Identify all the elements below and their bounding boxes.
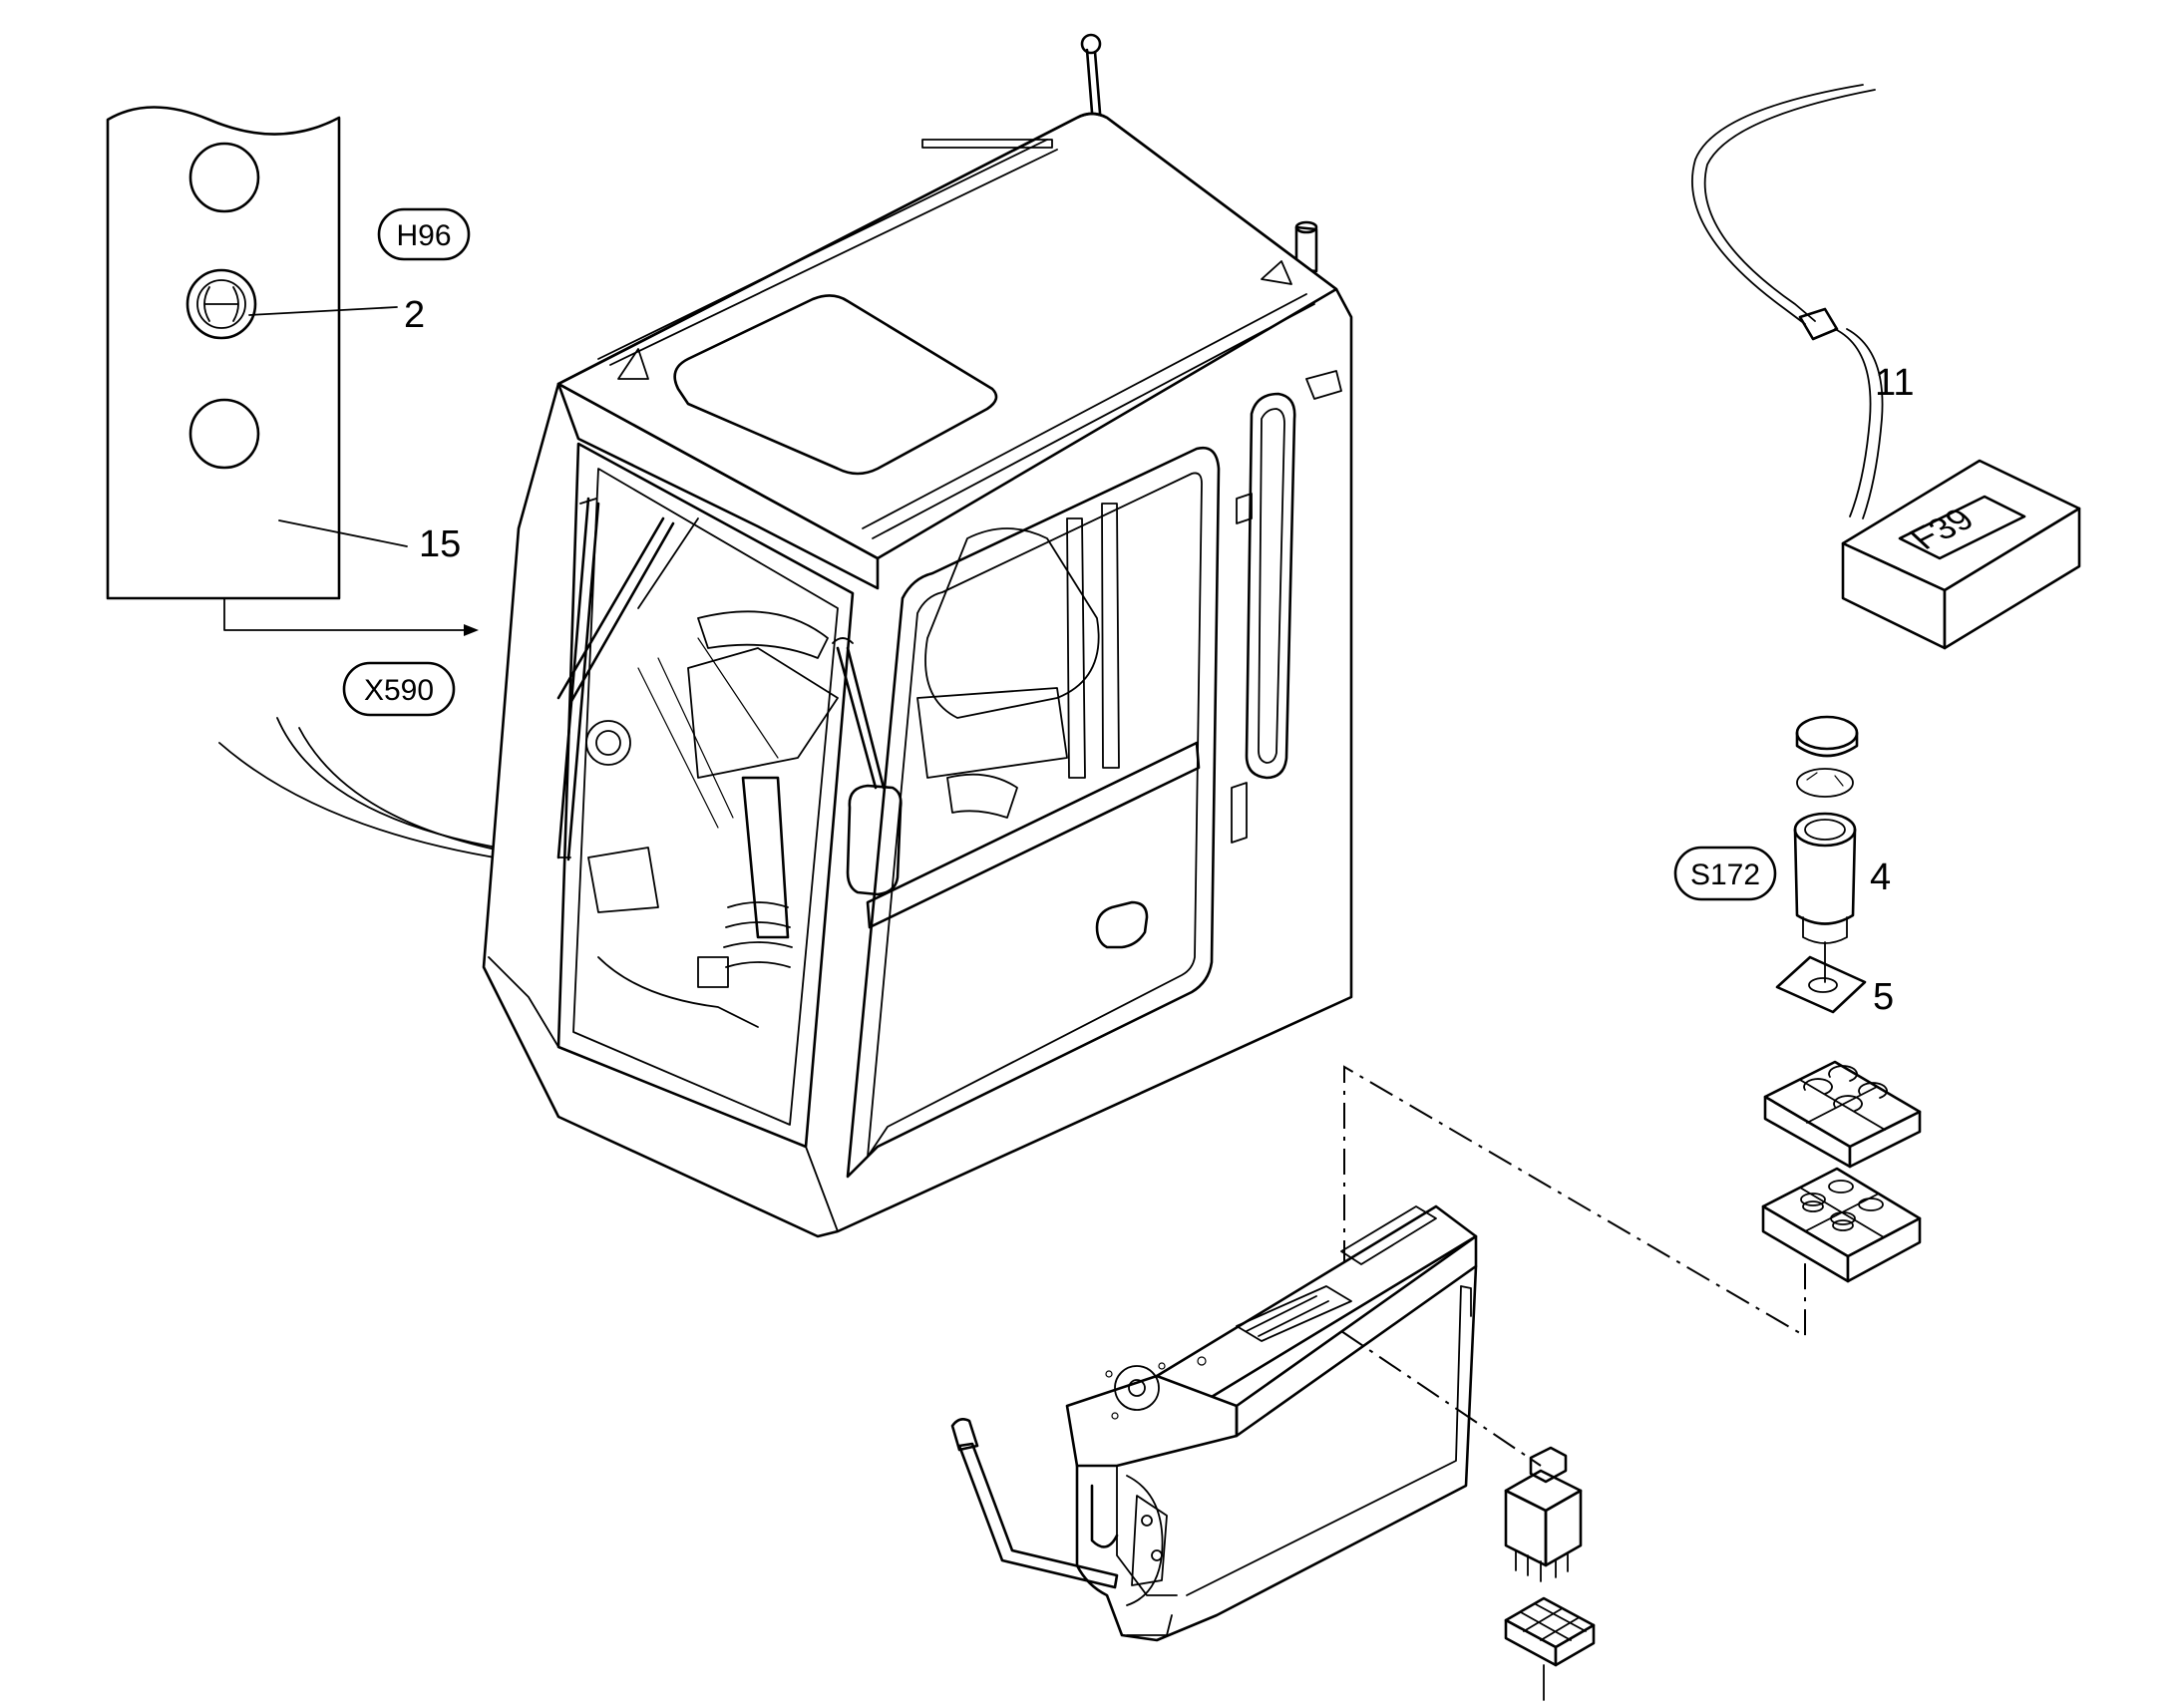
indicator-lamp-part-2	[185, 268, 257, 340]
callout-5: 5	[1873, 976, 1894, 1018]
callout-4: 4	[1870, 856, 1891, 898]
operator-cab	[482, 33, 1353, 1238]
console-lever	[950, 1418, 1119, 1589]
reference-x590-label: X590	[364, 674, 434, 707]
callout-2: 2	[404, 294, 425, 336]
callout-15: 15	[419, 523, 461, 565]
switch-s172-parts	[1775, 715, 1867, 1014]
reference-badge-x590: X590	[342, 661, 456, 717]
leader-line-plate	[1343, 1065, 1806, 1338]
side-mirror	[832, 637, 903, 896]
reference-s172-label: S172	[1690, 858, 1760, 891]
cab-interior	[585, 527, 1100, 1028]
reference-h96-label: H96	[396, 219, 451, 252]
switch-plate-upper	[1763, 1060, 1922, 1169]
switch-panel-detail	[106, 106, 479, 636]
switch-plate-lower	[1761, 1167, 1922, 1283]
reference-badge-h96: H96	[377, 207, 471, 261]
relay-socket	[1504, 1596, 1596, 1701]
control-console	[950, 1204, 1478, 1642]
reference-badge-s172: S172	[1673, 846, 1777, 901]
callout-11: 11	[1875, 362, 1914, 404]
leader-line-relay	[1340, 1330, 1542, 1467]
fuse-module-f39: F39	[1691, 84, 2081, 650]
cab-door	[832, 446, 1221, 1179]
relay	[1504, 1446, 1583, 1582]
wiper	[556, 497, 699, 861]
